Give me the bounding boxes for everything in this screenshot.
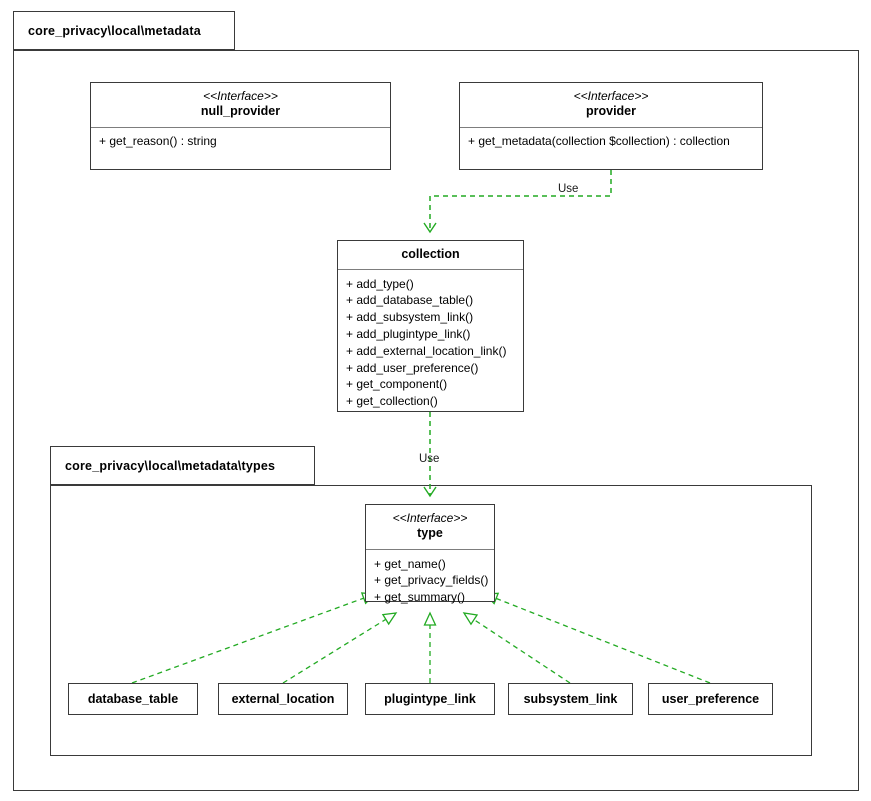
- class-external-location-name: external_location: [231, 692, 335, 706]
- class-collection-member-6: + get_component(): [346, 377, 448, 392]
- class-provider-members: + get_metadata(collection $collection) :…: [460, 128, 762, 154]
- class-collection[interactable]: collection + add_type() + add_database_t…: [337, 240, 524, 412]
- class-null-provider-name: null_provider: [200, 104, 281, 118]
- class-null-provider-member-0: + get_reason() : string: [99, 133, 217, 148]
- package-label-inner-text: core_privacy\local\metadata\types: [65, 458, 276, 473]
- class-subsystem-link[interactable]: subsystem_link: [508, 683, 633, 715]
- class-type-divider: [366, 548, 494, 550]
- class-null-provider-divider: [91, 126, 390, 128]
- package-label-inner: core_privacy\local\metadata\types: [50, 446, 315, 485]
- class-null-provider-stereotype: <<Interface>>: [203, 89, 278, 103]
- package-core-privacy-local-metadata: core_privacy\local\metadata: [13, 11, 859, 791]
- class-null-provider-members: + get_reason() : string: [91, 128, 390, 154]
- class-collection-member-3: + add_plugintype_link(): [346, 327, 471, 342]
- class-type[interactable]: <<Interface>> type + get_name() + get_pr…: [365, 504, 495, 604]
- class-collection-header: collection: [338, 241, 523, 269]
- class-collection-member-0: + add_type(): [346, 276, 414, 291]
- class-collection-divider: [338, 268, 523, 270]
- class-type-member-2: + get_summary(): [374, 590, 466, 605]
- package-label-outer-text: core_privacy\local\metadata: [28, 23, 201, 38]
- class-provider-name: provider: [585, 104, 636, 118]
- class-type-name: type: [417, 526, 443, 540]
- class-user-preference[interactable]: user_preference: [648, 683, 773, 715]
- class-null-provider[interactable]: <<Interface>> null_provider + get_reason…: [90, 82, 391, 170]
- class-collection-member-7: + get_collection(): [346, 394, 438, 409]
- class-type-member-1: + get_privacy_fields(): [374, 573, 489, 588]
- class-collection-member-4: + add_external_location_link(): [346, 343, 507, 358]
- package-body-inner: [50, 485, 812, 756]
- package-body-outer: [13, 50, 859, 791]
- class-user-preference-name: user_preference: [661, 692, 760, 706]
- class-null-provider-header: <<Interface>> null_provider: [91, 83, 390, 127]
- class-provider[interactable]: <<Interface>> provider + get_metadata(co…: [459, 82, 763, 170]
- class-type-member-0: + get_name(): [374, 556, 446, 571]
- class-collection-member-5: + add_user_preference(): [346, 360, 479, 375]
- class-type-header: <<Interface>> type: [366, 505, 494, 549]
- class-database-table-name: database_table: [87, 692, 179, 706]
- class-provider-header: <<Interface>> provider: [460, 83, 762, 127]
- class-collection-members: + add_type() + add_database_table() + ad…: [338, 270, 523, 416]
- edge-label-use-collection-type: Use: [419, 453, 440, 465]
- class-plugintype-link[interactable]: plugintype_link: [365, 683, 495, 715]
- class-provider-divider: [460, 126, 762, 128]
- class-provider-stereotype: <<Interface>>: [573, 89, 649, 103]
- class-collection-name: collection: [401, 247, 460, 261]
- edge-label-use-provider-collection: Use: [558, 183, 579, 195]
- package-core-privacy-local-metadata-types: core_privacy\local\metadata\types: [50, 446, 812, 756]
- class-database-table[interactable]: database_table: [68, 683, 198, 715]
- package-label-outer: core_privacy\local\metadata: [13, 11, 235, 50]
- class-type-members: + get_name() + get_privacy_fields() + ge…: [366, 550, 494, 612]
- class-plugintype-link-name: plugintype_link: [384, 692, 476, 706]
- class-subsystem-link-name: subsystem_link: [523, 692, 618, 706]
- class-provider-member-0: + get_metadata(collection $collection) :…: [468, 133, 730, 148]
- class-type-stereotype: <<Interface>>: [392, 511, 468, 525]
- class-collection-member-1: + add_database_table(): [346, 293, 474, 308]
- class-external-location[interactable]: external_location: [218, 683, 348, 715]
- class-collection-member-2: + add_subsystem_link(): [346, 310, 474, 325]
